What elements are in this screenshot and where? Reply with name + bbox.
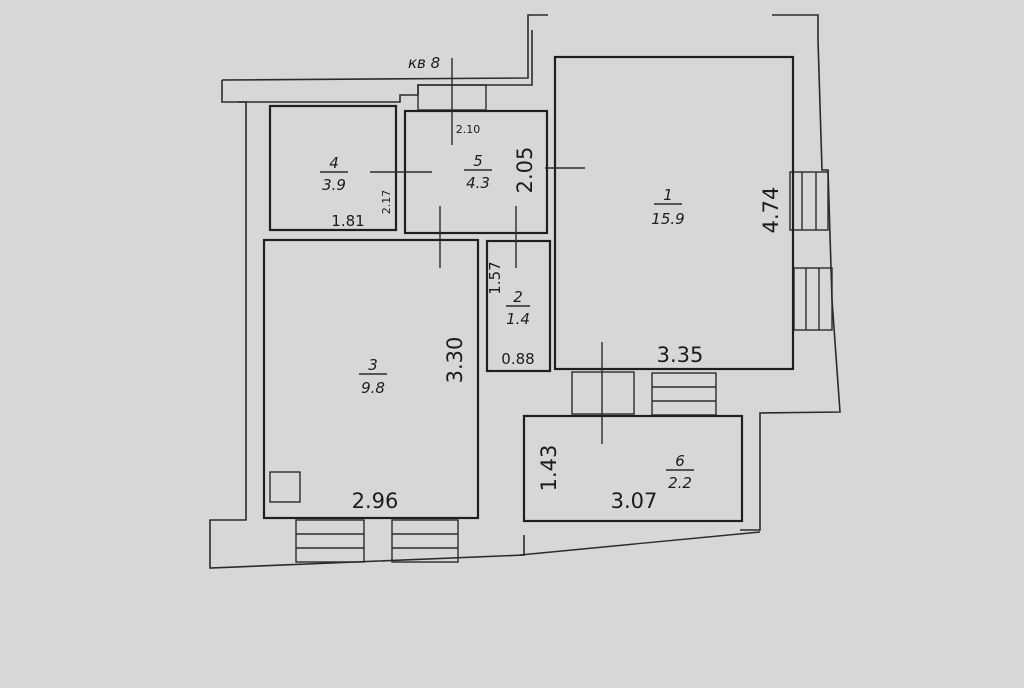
dim-room3-height: 3.30 xyxy=(443,337,467,384)
room-area: 2.2 xyxy=(668,474,692,492)
apartment-label: кв 8 xyxy=(408,54,440,72)
outer-walls xyxy=(209,14,841,569)
dim-room1-width: 3.35 xyxy=(657,343,704,367)
room-number: 5 xyxy=(473,152,483,170)
door-marks xyxy=(370,58,603,444)
dim-room1-height: 4.74 xyxy=(759,187,783,234)
room-area: 4.3 xyxy=(466,174,490,192)
room-label-6: 6 2.2 xyxy=(666,452,694,492)
room-area: 3.9 xyxy=(322,176,346,194)
room-label-4: 4 3.9 xyxy=(320,154,348,194)
windows xyxy=(295,84,833,563)
dim-room5-width: 2.10 xyxy=(456,123,481,136)
room-2 xyxy=(485,239,552,373)
room-1 xyxy=(553,55,795,371)
room-area: 9.8 xyxy=(361,379,385,397)
room-label-1: 1 15.9 xyxy=(651,186,684,228)
room-3 xyxy=(262,238,480,520)
dim-room5-height: 2.05 xyxy=(513,147,537,194)
room-area: 1.4 xyxy=(506,310,530,328)
shaft-square xyxy=(269,471,301,503)
dim-room2-height: 1.57 xyxy=(486,261,504,294)
dim-room6-height: 1.43 xyxy=(537,445,561,492)
room-number: 1 xyxy=(663,186,673,204)
room-number: 3 xyxy=(368,356,378,374)
room-label-5: 5 4.3 xyxy=(464,152,492,192)
room-label-3: 3 9.8 xyxy=(359,356,387,397)
dim-room6-width: 3.07 xyxy=(611,489,658,513)
room-label-2: 2 1.4 xyxy=(506,288,530,328)
room-6 xyxy=(522,414,744,523)
dim-room4-width: 1.81 xyxy=(331,212,364,230)
room-number: 4 xyxy=(329,154,339,172)
room-number: 2 xyxy=(513,288,523,306)
dim-room3-width: 2.96 xyxy=(352,489,399,513)
room-area: 15.9 xyxy=(651,210,684,228)
dim-room2-width: 0.88 xyxy=(501,350,534,368)
room-number: 6 xyxy=(675,452,685,470)
dim-room4-height: 2.17 xyxy=(380,190,393,215)
room-4 xyxy=(268,104,398,232)
